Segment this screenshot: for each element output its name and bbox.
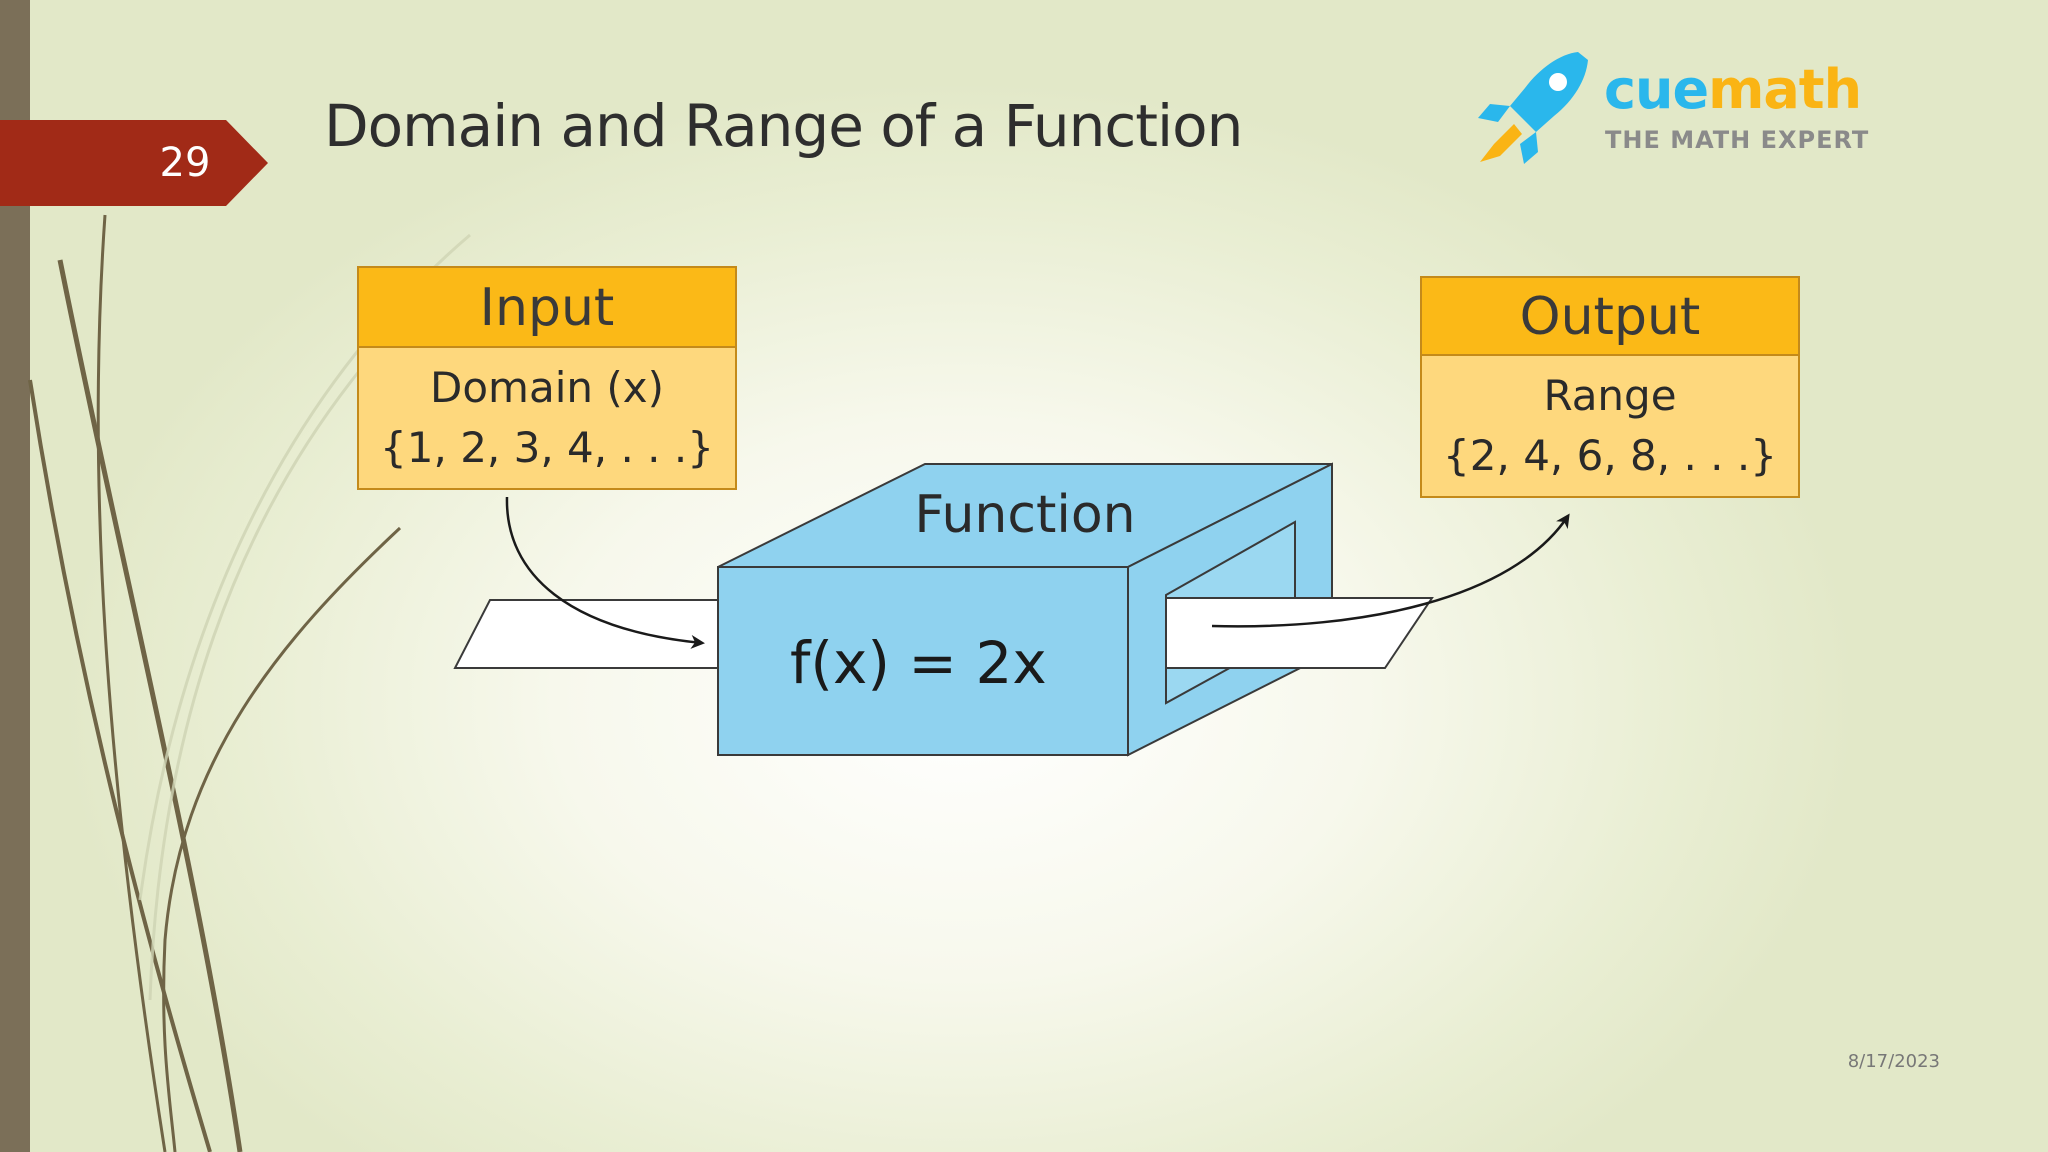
slide-number: 29 [159,140,211,186]
function-label: Function [914,485,1136,545]
rocket-icon [1478,52,1588,164]
logo-wordmark: cuemath [1604,58,1862,122]
input-domain-label: Domain (x) [430,363,664,412]
logo-word-math: math [1708,58,1862,121]
input-box-body: Domain (x) {1, 2, 3, 4, . . .} [357,348,737,490]
input-strip [453,599,721,669]
function-formula: f(x) = 2x [790,629,1047,697]
function-box-front [717,566,1129,756]
output-box-body: Range {2, 4, 6, 8, . . .} [1420,356,1800,498]
output-strip [1165,597,1434,669]
slide-date: 8/17/2023 [1847,1051,1940,1072]
input-domain-set: {1, 2, 3, 4, . . .} [380,423,714,472]
input-arrow [505,496,705,649]
logo-tagline: THE MATH EXPERT [1605,126,1870,154]
output-range-set: {2, 4, 6, 8, . . .} [1443,431,1777,480]
slide-title: Domain and Range of a Function [324,92,1243,160]
input-box-title: Input [357,266,737,348]
output-arrow [1211,513,1570,628]
output-box-title: Output [1420,276,1800,356]
slide-number-badge [0,120,268,206]
output-range-label: Range [1543,371,1677,420]
logo-word-cue: cue [1604,58,1709,121]
